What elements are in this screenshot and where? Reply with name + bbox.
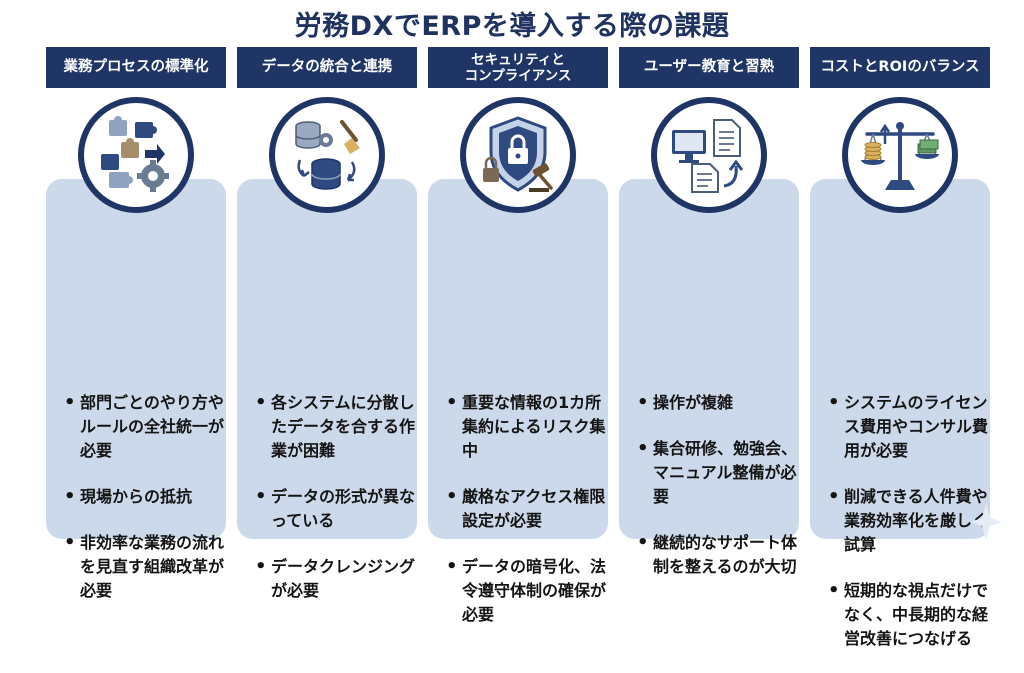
bullet-list: 各システムに分散したデータを合する作業が困難 データの形式が異なっている データ… [255, 391, 417, 625]
bullet-item: 短期的な視点だけでなく、中長期的な経営改善につなげる [828, 579, 990, 651]
bullet-item: 現場からの抵抗 [64, 485, 226, 509]
icon-circle [78, 97, 194, 213]
column-header: ユーザー教育と習熟 [619, 47, 799, 88]
bullet-item: データの暗号化、法令遵守体制の確保が必要 [446, 555, 608, 627]
computer-documents-icon [672, 119, 744, 193]
bullet-list: システムのライセンス費用やコンサル費用が必要 削減できる人件費や業務効率化を厳し… [828, 391, 990, 673]
column-card: システムのライセンス費用やコンサル費用が必要 削減できる人件費や業務効率化を厳し… [810, 179, 990, 648]
bullet-item: データの形式が異なっている [255, 485, 417, 533]
column-header: データの統合と連携 [237, 47, 417, 88]
shield-lock-gavel-icon [483, 116, 553, 192]
column-user-training: 操作が複雑 集合研修、勉強会、マニュアル整備が必要 継続的なサポート体制を整える… [619, 47, 799, 576]
header-text: セキュリティと コンプライアンス [464, 51, 572, 84]
bullet-item: 重要な情報の1カ所集約によるリスク集中 [446, 391, 608, 463]
column-card: 各システムに分散したデータを合する作業が困難 データの形式が異なっている データ… [237, 179, 417, 600]
column-security-compliance: 重要な情報の1カ所集約によるリスク集中 厳格なアクセス権限設定が必要 データの暗… [428, 47, 608, 624]
bullet-item: 非効率な業務の流れを見直す組織改革が必要 [64, 531, 226, 603]
bullet-list: 重要な情報の1カ所集約によるリスク集中 厳格なアクセス権限設定が必要 データの暗… [446, 391, 608, 649]
scale-coins-money-icon [861, 122, 939, 190]
icon-circle [269, 97, 385, 213]
bullet-item: データクレンジングが必要 [255, 555, 417, 603]
column-card: 重要な情報の1カ所集約によるリスク集中 厳格なアクセス権限設定が必要 データの暗… [428, 179, 608, 624]
sparkle-icon [970, 504, 1002, 540]
page-title: 労務DXでERPを導入する際の課題 [294, 11, 730, 42]
bullet-list: 操作が複雑 集合研修、勉強会、マニュアル整備が必要 継続的なサポート体制を整える… [637, 391, 799, 601]
column-process-standardization: 部門ごとのやり方やルールの全社統一が必要 現場からの抵抗 非効率な業務の流れを見… [46, 47, 226, 600]
puzzle-gears-icon [101, 116, 169, 192]
bullet-item: 集合研修、勉強会、マニュアル整備が必要 [637, 437, 799, 509]
bullet-item: 厳格なアクセス権限設定が必要 [446, 485, 608, 533]
bullet-list: 部門ごとのやり方やルールの全社統一が必要 現場からの抵抗 非効率な業務の流れを見… [64, 391, 226, 625]
column-header: セキュリティと コンプライアンス [428, 47, 608, 88]
column-cost-roi: システムのライセンス費用やコンサル費用が必要 削減できる人件費や業務効率化を厳し… [810, 47, 990, 648]
bullet-item: 各システムに分散したデータを合する作業が困難 [255, 391, 417, 463]
icon-circle [651, 97, 767, 213]
bullet-item: 操作が複雑 [637, 391, 799, 415]
column-header: 業務プロセスの標準化 [46, 47, 226, 88]
column-data-integration: 各システムに分散したデータを合する作業が困難 データの形式が異なっている データ… [237, 47, 417, 600]
bullet-item: システムのライセンス費用やコンサル費用が必要 [828, 391, 990, 463]
column-card: 部門ごとのやり方やルールの全社統一が必要 現場からの抵抗 非効率な業務の流れを見… [46, 179, 226, 600]
column-card: 操作が複雑 集合研修、勉強会、マニュアル整備が必要 継続的なサポート体制を整える… [619, 179, 799, 576]
database-brush-icon [295, 120, 360, 190]
bullet-item: 継続的なサポート体制を整えるのが大切 [637, 531, 799, 579]
icon-circle [842, 97, 958, 213]
bullet-item: 部門ごとのやり方やルールの全社統一が必要 [64, 391, 226, 463]
column-header: コストとROIのバランス [810, 47, 990, 88]
bullet-item: 削減できる人件費や業務効率化を厳しく試算 [828, 485, 990, 557]
icon-circle [460, 97, 576, 213]
